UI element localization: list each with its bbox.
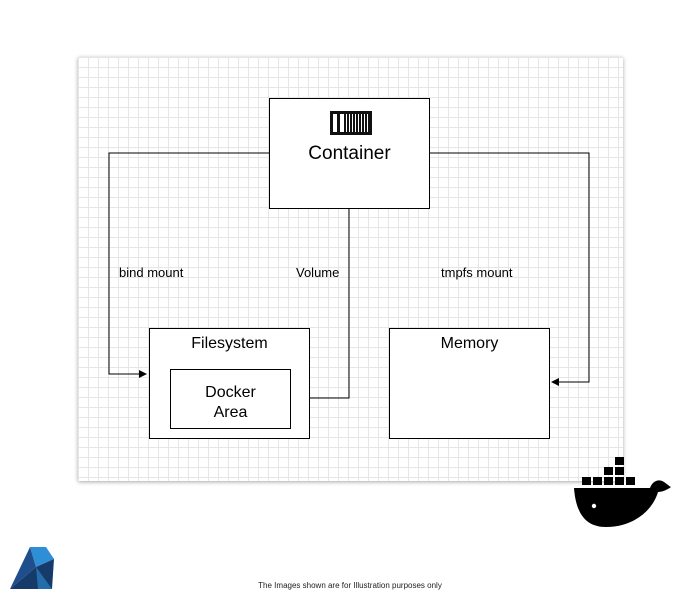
volume-label: Volume <box>296 265 340 280</box>
bind-mount-connector <box>108 152 269 378</box>
memory-label: Memory <box>440 335 499 352</box>
docker-area-label-line1: Docker <box>205 384 256 401</box>
container-node: Container <box>269 98 430 209</box>
docker-area-node: Docker Area <box>170 369 291 429</box>
shipping-container-icon <box>330 111 372 135</box>
docker-whale-icon <box>574 457 671 527</box>
bind-mount-label: bind mount <box>119 265 184 280</box>
tmpfs-mount-connector <box>429 152 590 386</box>
memory-node: Memory <box>389 328 550 439</box>
docker-area-label-line2: Area <box>213 404 248 421</box>
filesystem-node: Filesystem Docker Area <box>149 328 310 439</box>
container-label: Container <box>308 143 391 164</box>
footer-disclaimer: The Images shown are for Illustration pu… <box>258 581 442 590</box>
tmpfs-mount-label: tmpfs mount <box>441 265 513 280</box>
filesystem-label: Filesystem <box>191 335 268 352</box>
brand-logo-icon <box>10 547 54 589</box>
volume-connector <box>291 208 350 402</box>
